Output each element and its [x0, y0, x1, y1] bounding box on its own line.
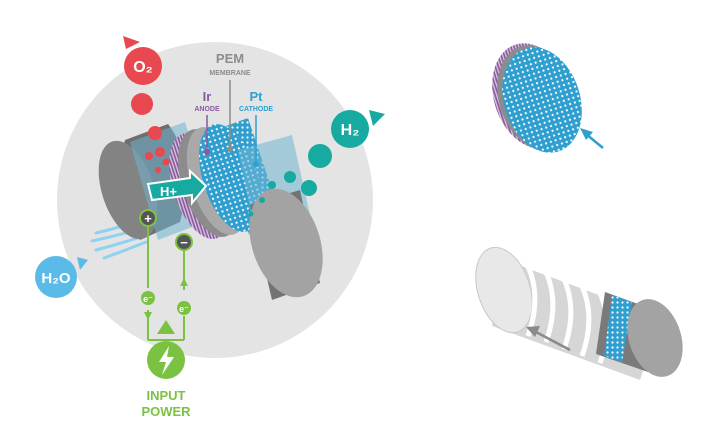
power-label: POWER	[141, 404, 191, 419]
negative-terminal	[175, 233, 193, 251]
single-cell-disc	[492, 43, 604, 153]
svg-text:e⁻: e⁻	[179, 304, 189, 314]
electron-right	[177, 301, 191, 315]
svg-text:+: +	[144, 211, 152, 226]
input-label: INPUT	[147, 388, 186, 403]
pem-label: PEM	[216, 51, 244, 66]
svg-text:−: −	[180, 235, 188, 250]
electron-left	[141, 291, 155, 305]
lightning-bolt-icon	[159, 346, 174, 375]
hydrogen-bubbles	[248, 144, 332, 217]
proton-arrow: H+	[146, 168, 208, 206]
callouts: PEM MEMBRANE Ir ANODE Pt CATHODE	[194, 51, 273, 167]
svg-text:e⁻: e⁻	[143, 294, 153, 304]
oxygen-badge: O₂	[123, 36, 162, 85]
oxygen-bubbles	[131, 93, 170, 173]
power-circuit: + − e⁻ e⁻ INPUT POWER	[139, 209, 193, 419]
pt-label: Pt	[250, 89, 264, 104]
cell-stack-cylinder	[475, 246, 683, 380]
water-badge: H₂O	[35, 256, 88, 298]
hydrogen-badge: H₂	[331, 110, 385, 148]
h2-label: H₂	[341, 122, 360, 139]
h2o-label: H₂O	[41, 270, 70, 287]
cathode-label: CATHODE	[239, 106, 273, 113]
ir-label: Ir	[203, 89, 212, 104]
cathode-end-plate	[249, 188, 323, 298]
positive-terminal	[139, 209, 157, 227]
anode-label: ANODE	[194, 106, 220, 113]
hplus-label: H+	[160, 184, 177, 199]
o2-label: O₂	[133, 59, 153, 76]
membrane-label: MEMBRANE	[209, 70, 251, 77]
